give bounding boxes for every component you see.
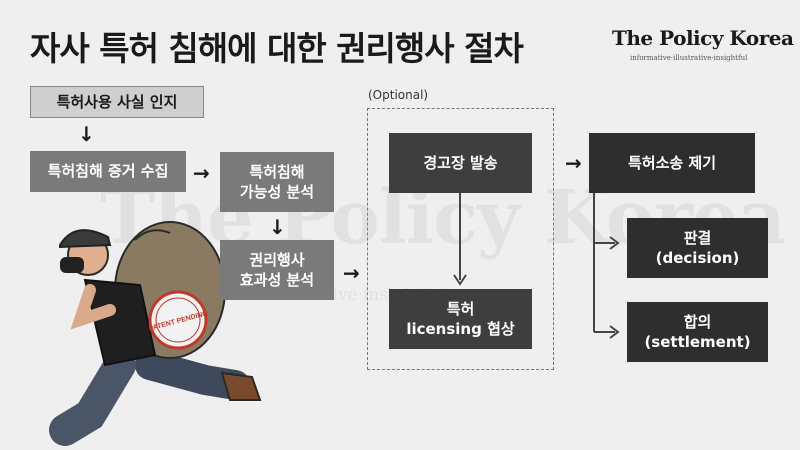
node-recognize: 특허사용 사실 인지 [30,86,204,118]
node-collect: 특허침해 증거 수집 [30,151,186,192]
thief-illustration: PATENT PENDING [49,221,262,446]
page-title: 자사 특허 침해에 대한 권리행사 절차 [30,29,524,68]
node-lawsuit: 특허소송 제기 [589,133,755,193]
arrow-down-icon: ↓ [269,215,286,239]
brand-logo: The Policy Korea [612,26,794,50]
brand-tagline: informative·illustrative·insightful [630,54,748,62]
arrow-right-icon: → [193,161,210,185]
node-decision: 판결 (decision) [627,218,768,278]
node-settlement: 합의 (settlement) [627,302,768,362]
node-licensing: 특허 licensing 협상 [389,289,532,349]
node-infringe-analysis: 특허침해 가능성 분석 [220,152,334,212]
arrow-right-icon: → [565,151,582,175]
optional-label: (Optional) [368,88,429,102]
node-warning: 경고장 발송 [389,133,532,193]
optional-group-border [367,108,554,370]
arrow-right-icon: → [343,261,360,285]
node-rights-analysis: 권리행사 효과성 분석 [220,240,334,300]
arrow-down-icon: ↓ [78,122,95,146]
